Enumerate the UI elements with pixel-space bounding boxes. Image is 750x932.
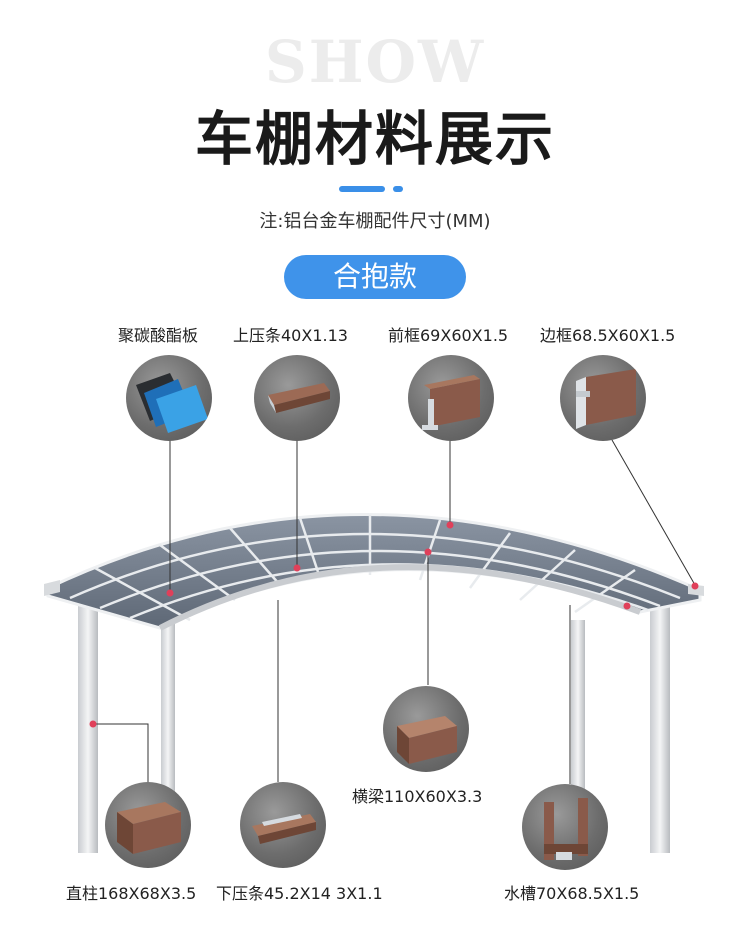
- post-front-right: [650, 598, 670, 853]
- top-strip-profile-image: [254, 355, 340, 441]
- polycarbonate-sheet-image: [126, 355, 212, 441]
- label-column: 直柱168X68X3.5: [66, 884, 197, 903]
- roof-ribs: [69, 515, 681, 622]
- label-top-strip: 上压条40X1.13: [233, 326, 348, 345]
- leader-lines: [93, 439, 696, 784]
- bottom-strip-profile-image: [240, 782, 326, 868]
- subtitle: 注:铝台金车棚配件尺寸(MM): [259, 211, 491, 232]
- gutter-profile-image: [522, 784, 608, 870]
- page-title: 车棚材料展示: [194, 105, 555, 173]
- label-side-frame: 边框68.5X60X1.5: [540, 326, 676, 345]
- side-frame-profile-image: [560, 355, 646, 441]
- label-bottom-strip: 下压条45.2X14 3X1.1: [216, 884, 383, 903]
- post-back-right: [571, 620, 585, 820]
- title-underline-dot: [393, 186, 403, 192]
- post-back-left: [161, 620, 175, 810]
- style-badge: 合抱款: [284, 255, 466, 299]
- front-frame-profile-image: [408, 355, 494, 441]
- watermark-text: SHOW: [264, 28, 486, 96]
- crossbeam-arc: [158, 564, 642, 631]
- post-front-left: [78, 598, 98, 853]
- title-underline: [339, 186, 385, 192]
- label-front-frame: 前框69X60X1.5: [388, 326, 509, 345]
- crossbeam-profile-image: [383, 686, 469, 772]
- label-gutter: 水槽70X68.5X1.5: [504, 884, 640, 903]
- front-gutter-left: [44, 580, 60, 596]
- label-polycarbonate: 聚碳酸酯板: [118, 326, 199, 345]
- label-crossbeam: 横梁110X60X3.3: [352, 787, 483, 806]
- column-profile-image: [105, 782, 191, 868]
- position-markers: [89, 521, 699, 728]
